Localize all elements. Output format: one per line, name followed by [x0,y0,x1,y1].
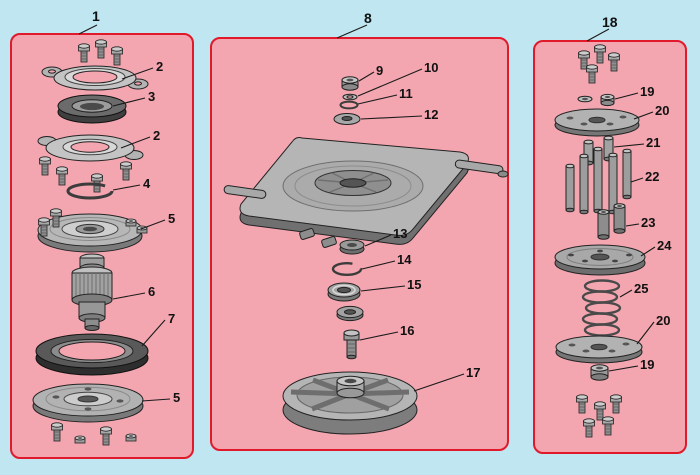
callout-15: 15 [407,277,422,292]
callout-10: 10 [424,60,439,75]
callout-20: 20 [655,103,670,118]
part-3-bearing-ring [57,94,127,124]
panel-label-1: 1 [92,8,100,24]
bolt-icon [602,416,614,436]
bolt-icon [120,161,132,181]
part-2-top-flange [41,65,149,91]
part-10-washer [342,93,358,101]
leader-lines [78,24,656,402]
part-24-plate [554,244,646,276]
bolt-icon [51,422,63,442]
bolt-icon [56,166,68,186]
bolt-icon [586,64,598,84]
callout-20b: 20 [656,313,671,328]
callout-3: 3 [148,89,156,104]
part-14-retaining-ring [331,262,363,277]
callout-11: 11 [399,86,413,101]
callout-13: 13 [393,226,408,241]
bolt-icon [608,52,620,72]
callout-12: 12 [424,107,439,122]
middle-panel-parts [223,76,509,435]
bolt-icon [576,394,588,414]
part-12-washer [333,113,361,125]
callout-19: 19 [640,84,655,99]
part-5-top-disc [37,213,143,253]
part-23-sleeves [597,203,626,240]
callout-17: 17 [466,365,481,380]
left-panel-parts [32,39,149,446]
callout-19b: 19 [640,357,655,372]
callout-5: 5 [168,211,176,226]
bolt-icon [610,394,622,414]
nut-icon [125,433,137,442]
part-6-spindle [71,253,113,331]
part-16-bolt [343,329,360,360]
callout-22: 22 [645,169,660,184]
callout-14: 14 [397,252,412,267]
callout-4: 4 [143,176,151,191]
right-panel-parts [554,44,646,438]
nut-icon [74,435,86,444]
panel-label-8: 8 [364,10,372,26]
part-5-bottom-disc [32,383,144,423]
callout-5b: 5 [173,390,181,405]
part-8-deck-plate [223,137,509,248]
part-9-nut [341,76,359,91]
callout-23: 23 [641,215,656,230]
bolt-icon [95,39,107,59]
bolt-icon [78,43,90,63]
part-19-bottom-bushing [590,364,609,381]
part-20-top-plate [554,108,640,137]
bolt-icon [594,44,606,64]
part-15-bearings [327,282,364,322]
callout-9: 9 [376,63,384,78]
part-17-pulley [282,371,418,435]
panel-label-18: 18 [602,14,618,30]
callout-25: 25 [634,281,649,296]
callout-16: 16 [400,323,415,338]
callout-6: 6 [148,284,156,299]
bolt-icon [583,418,595,438]
bolt-icon [111,46,123,66]
part-13-bearing-cup [339,239,365,255]
callout-21: 21 [646,135,661,150]
callout-2b: 2 [153,128,161,143]
callout-2: 2 [156,59,164,74]
bolt-icon [39,156,51,176]
part-4-retaining-ring [66,182,114,200]
nut-icon [125,218,137,227]
bolt-icon [100,426,112,446]
callout-24: 24 [657,238,672,253]
part-2-bottom-flange [37,134,144,162]
part-25-spring [581,279,622,337]
part-19-top-nut-washer [577,93,615,107]
callout-7: 7 [168,311,176,326]
part-20-bottom-plate [555,335,643,364]
part-7-ring [35,333,149,376]
part-11-lock-ring [339,100,359,110]
